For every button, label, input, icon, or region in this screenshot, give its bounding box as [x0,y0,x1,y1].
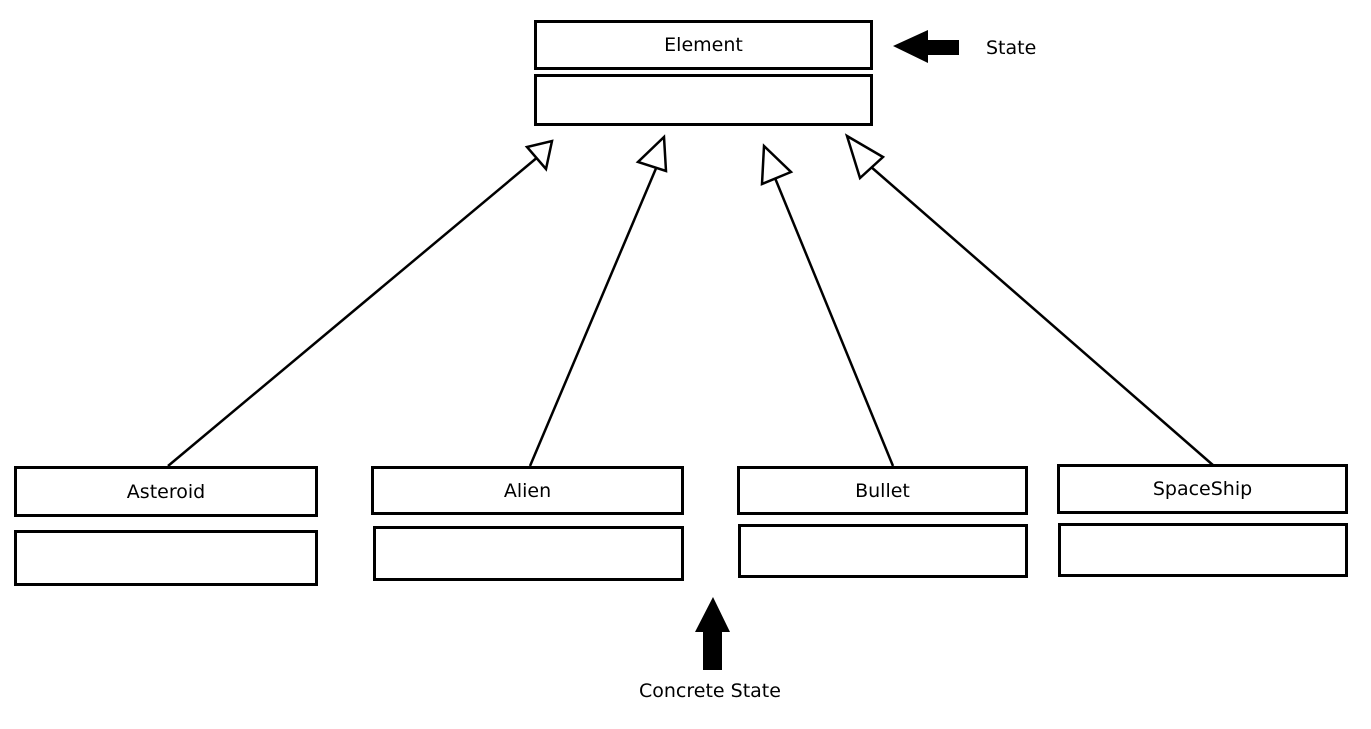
state-pointer-arrow-icon [893,30,959,63]
asteroid-class-name: Asteroid [126,480,206,503]
bullet-class-body-box [738,524,1028,578]
spaceship-class-name-box: SpaceShip [1057,464,1348,514]
bullet-class-name: Bullet [855,479,910,502]
concrete-state-pointer-arrow-icon [695,597,730,670]
asteroid-class-name-box: Asteroid [14,466,318,517]
generalization-asteroid-element [167,139,554,467]
element-class-name: Element [664,34,743,56]
generalization-alien-element [528,134,668,467]
spaceship-class-body-box [1058,523,1348,577]
spaceship-class-name: SpaceShip [1152,478,1253,500]
alien-class-name: Alien [503,479,552,502]
bullet-class-name-box: Bullet [737,466,1028,515]
element-class-name-box: Element [534,20,873,70]
concrete-state-label: Concrete State [639,680,781,702]
alien-class-name-box: Alien [371,466,684,515]
element-class-body-box [534,74,873,126]
generalization-spaceship-element [844,133,1215,467]
alien-class-body-box [373,526,684,581]
generalization-bullet-element [760,143,895,467]
state-label: State [986,37,1037,59]
asteroid-class-body-box [14,530,318,586]
